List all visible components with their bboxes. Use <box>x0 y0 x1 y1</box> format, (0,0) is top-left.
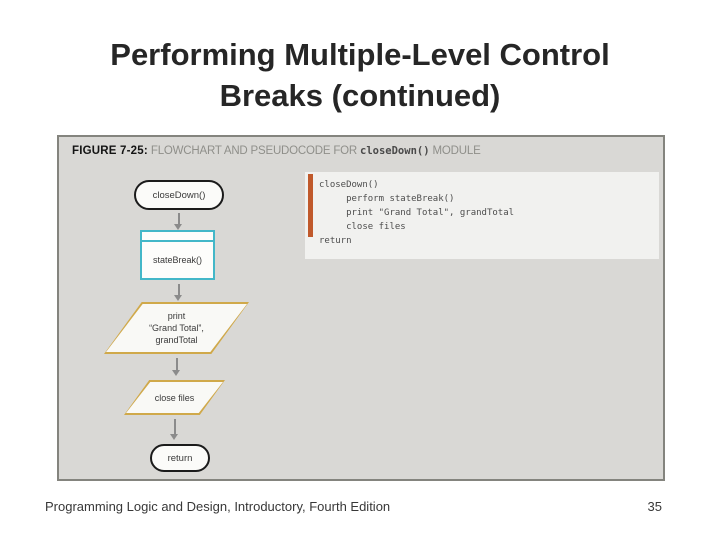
figure-caption: FIGURE 7-25: FLOWCHART AND PSEUDOCODE FO… <box>72 145 481 157</box>
flow-arrow-down-icon <box>174 284 183 301</box>
flowchart-print-parallelogram: print “Grand Total”, grandTotal <box>104 302 249 354</box>
pseudocode-text: closeDown() perform stateBreak() print "… <box>319 180 515 246</box>
arrow-shaft <box>177 213 180 225</box>
flowchart-predefined-process: stateBreak() <box>140 230 215 280</box>
flowchart-start-terminal: closeDown() <box>134 180 224 210</box>
predefined-process-label: stateBreak() <box>152 254 203 265</box>
flowchart-return-terminal: return <box>150 444 210 472</box>
arrow-head <box>174 295 182 301</box>
arrow-head <box>170 434 178 440</box>
figure-caption-text-2: MODULE <box>429 145 481 157</box>
arrow-shaft <box>173 419 176 435</box>
footer-page-number: 35 <box>647 499 662 514</box>
arrow-head <box>172 370 180 376</box>
figure-caption-text: FLOWCHART AND PSEUDOCODE FOR <box>147 145 360 157</box>
flowchart-close-files-parallelogram: close files <box>124 380 225 415</box>
close-files-parallelogram-label: close files <box>154 392 195 403</box>
flow-arrow-down-icon <box>174 213 183 230</box>
arrow-shaft <box>177 284 180 296</box>
footer-book-title: Programming Logic and Design, Introducto… <box>45 499 391 514</box>
print-parallelogram-label: print “Grand Total”, grandTotal <box>149 311 204 345</box>
flow-arrow-down-icon <box>170 419 179 440</box>
figure-caption-code: closeDown() <box>360 145 430 157</box>
arrow-shaft <box>175 358 178 371</box>
figure-caption-label: FIGURE 7-25: <box>72 145 148 157</box>
predefined-process-divider <box>142 240 213 242</box>
flow-arrow-down-icon <box>172 358 181 376</box>
accent-bar <box>308 174 313 237</box>
pseudocode-panel: closeDown() perform stateBreak() print "… <box>305 172 659 259</box>
slide-title: Performing Multiple-Level Control Breaks… <box>110 37 610 113</box>
arrow-head <box>174 224 182 230</box>
figure-7-25: FIGURE 7-25: FLOWCHART AND PSEUDOCODE FO… <box>57 135 665 481</box>
